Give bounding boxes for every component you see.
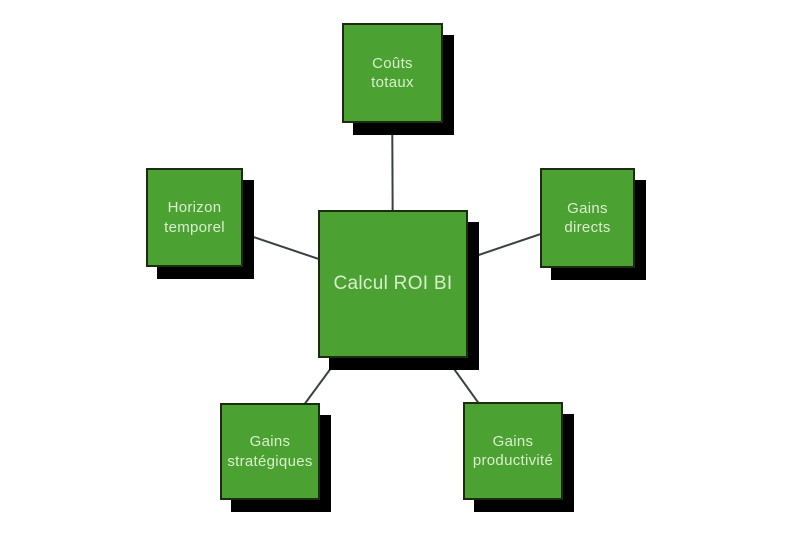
node-calcul-roi-bi: Calcul ROI BI [318, 210, 468, 358]
node-gains-productivite-label: Gains productivité [472, 432, 554, 470]
node-calcul-roi-bi-label: Calcul ROI BI [333, 272, 453, 294]
node-horizon-temporel-label: Horizon temporel [164, 199, 225, 236]
node-gains-directs-label: Gains directs [564, 199, 611, 237]
node-gains-directs: Gains directs [540, 168, 635, 268]
node-gains-productivite: Gains productivité [463, 402, 563, 500]
node-horizon-temporel: Horizon temporel [146, 168, 243, 267]
node-gains-strategiques: Gains stratégiques [220, 403, 320, 500]
node-gains-strategiques-label: Gains stratégiques [227, 433, 313, 470]
node-couts-totaux-label: Coûts totaux [371, 54, 414, 92]
node-couts-totaux: Coûts totaux [342, 23, 443, 123]
